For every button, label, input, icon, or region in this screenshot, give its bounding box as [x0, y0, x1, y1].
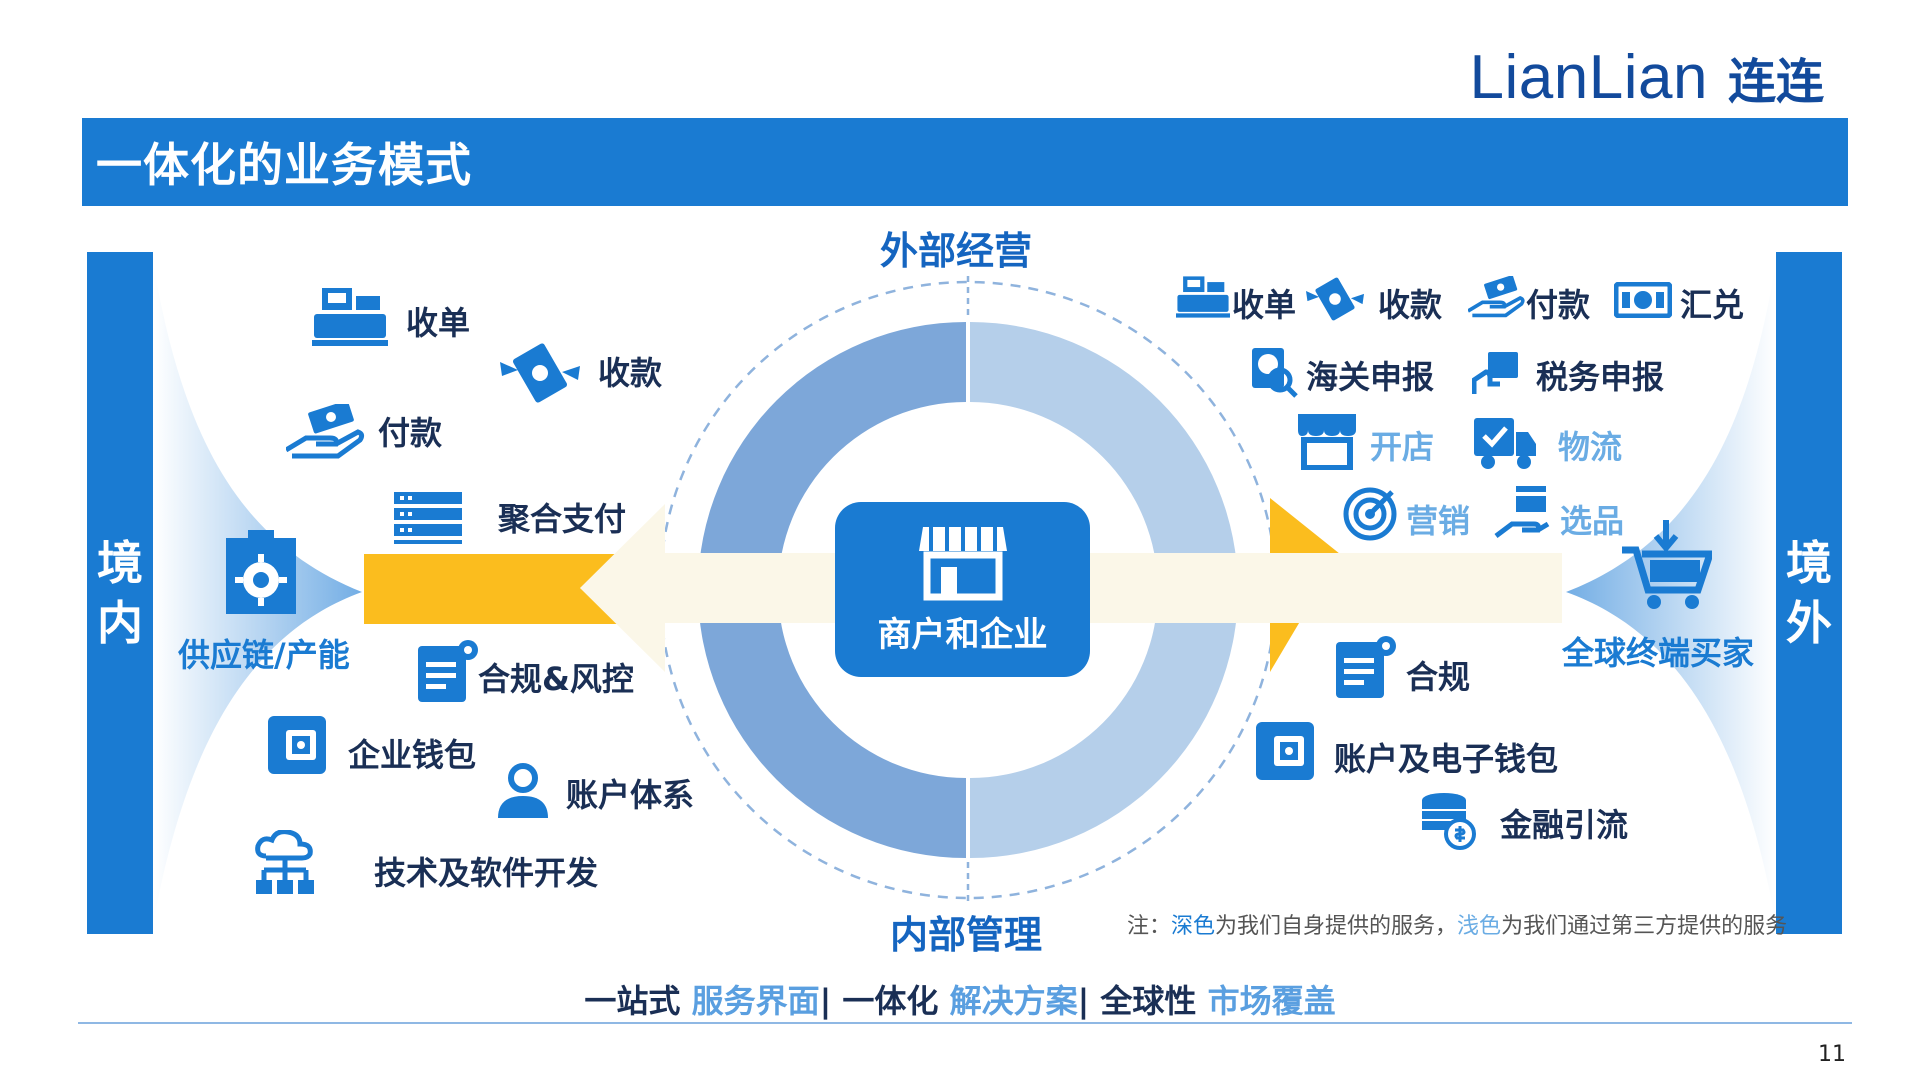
- slogan-part1-light: 服务界面: [680, 982, 820, 1020]
- wallet-icon: [1256, 722, 1314, 780]
- slogan-part2-light: 解决方案: [938, 982, 1078, 1020]
- flying-money-icon: [1306, 276, 1364, 322]
- page-number: 11: [1818, 1042, 1846, 1067]
- document-gear-icon: [1336, 636, 1396, 698]
- storefront-icon: [917, 523, 1009, 601]
- ring-right-half: [970, 322, 1238, 858]
- right-collect-order: 收单: [1232, 286, 1297, 324]
- slogan-part1-dark: 一站式: [584, 982, 681, 1020]
- right-pay: 付款: [1526, 286, 1591, 324]
- logo-latin-text: LianLian: [1469, 43, 1708, 112]
- supply-chain-label: 供应链/产能: [178, 636, 350, 674]
- customs-globe-icon: [1250, 346, 1298, 398]
- shop-awning-icon: [1296, 412, 1358, 470]
- left-tech-software: 技术及软件开发: [374, 854, 599, 892]
- domestic-bar: 境内: [87, 252, 153, 934]
- left-aggregate-payment: 聚合支付: [498, 500, 627, 538]
- logo-cjk-text: 连连: [1727, 54, 1824, 110]
- left-account-system: 账户体系: [566, 776, 695, 814]
- merchant-enterprise-label: 商户和企业: [877, 615, 1048, 655]
- legend-note: 注：深色为我们自身提供的服务，浅色为我们通过第三方提供的服务: [1127, 908, 1787, 940]
- server-stack-icon: [394, 492, 462, 544]
- hand-money-icon: [1468, 276, 1526, 320]
- tax-hand-icon: [1472, 350, 1520, 396]
- right-customs-declaration: 海关申报: [1306, 358, 1435, 396]
- right-receive-payment: 收款: [1378, 286, 1443, 324]
- hand-money-icon: [286, 404, 366, 460]
- left-yellow-arrow: [364, 554, 640, 624]
- note-middle: 为我们自身提供的服务，: [1215, 914, 1458, 939]
- left-collect-order: 收单: [406, 304, 471, 342]
- overseas-bar: 境外: [1776, 252, 1842, 934]
- note-suffix: 为我们通过第三方提供的服务: [1501, 914, 1788, 939]
- right-product-selection: 选品: [1560, 502, 1625, 540]
- cloud-network-icon: [254, 830, 316, 896]
- slogan-sep1: |: [819, 982, 843, 1020]
- slogan-part3-dark: 全球性: [1100, 982, 1197, 1020]
- right-compliance: 合规: [1406, 658, 1471, 696]
- flying-money-icon: [500, 342, 580, 404]
- right-marketing: 营销: [1406, 502, 1471, 540]
- title-bar: 一体化的业务模式: [82, 118, 1848, 206]
- shopping-cart-icon: [1620, 520, 1712, 612]
- cash-register-icon: [1176, 276, 1230, 318]
- slogan: 一站式 服务界面| 一体化 解决方案| 全球性 市场覆盖: [0, 976, 1920, 1022]
- right-logistics: 物流: [1558, 428, 1623, 466]
- slogan-sep2: |: [1077, 982, 1101, 1020]
- slogan-part2-dark: 一体化: [842, 982, 939, 1020]
- lianlian-logo: LianLian 连连: [1470, 42, 1824, 113]
- ring-left-half: [698, 322, 966, 858]
- left-enterprise-wallet: 企业钱包: [348, 736, 477, 774]
- coin-stack-dollar-icon: [1420, 792, 1476, 850]
- global-buyers-label: 全球终端买家: [1562, 634, 1755, 672]
- external-operation-label: 外部经营: [880, 229, 1033, 273]
- domestic-label: 境内: [97, 536, 143, 650]
- hand-box-icon: [1494, 484, 1552, 542]
- note-light-word: 浅色: [1457, 914, 1502, 939]
- merchant-enterprise-box: 商户和企业: [835, 502, 1090, 677]
- right-tax-declaration: 税务申报: [1536, 358, 1665, 396]
- slogan-part3-light: 市场覆盖: [1196, 982, 1336, 1020]
- right-open-store: 开店: [1370, 428, 1435, 466]
- target-icon: [1342, 486, 1398, 542]
- cash-register-icon: [312, 288, 388, 346]
- page-title: 一体化的业务模式: [96, 138, 472, 192]
- left-compliance-risk: 合规&风控: [478, 660, 634, 698]
- delivery-truck-icon: [1474, 416, 1538, 472]
- factory-gear-icon: [218, 528, 304, 614]
- right-finance-traffic: 金融引流: [1500, 806, 1629, 844]
- overseas-label: 境外: [1786, 536, 1832, 650]
- left-receive-payment: 收款: [598, 354, 663, 392]
- note-dark-word: 深色: [1171, 914, 1216, 939]
- internal-management-label: 内部管理: [890, 913, 1043, 957]
- user-icon: [494, 762, 552, 822]
- footer-divider: [78, 1022, 1852, 1024]
- note-prefix: 注：: [1127, 914, 1172, 939]
- right-account-ewallet: 账户及电子钱包: [1334, 740, 1559, 778]
- banknote-icon: [1614, 282, 1672, 318]
- document-gear-icon: [418, 640, 478, 702]
- wallet-icon: [268, 716, 326, 774]
- right-exchange: 汇兑: [1680, 286, 1745, 324]
- left-pay: 付款: [378, 414, 443, 452]
